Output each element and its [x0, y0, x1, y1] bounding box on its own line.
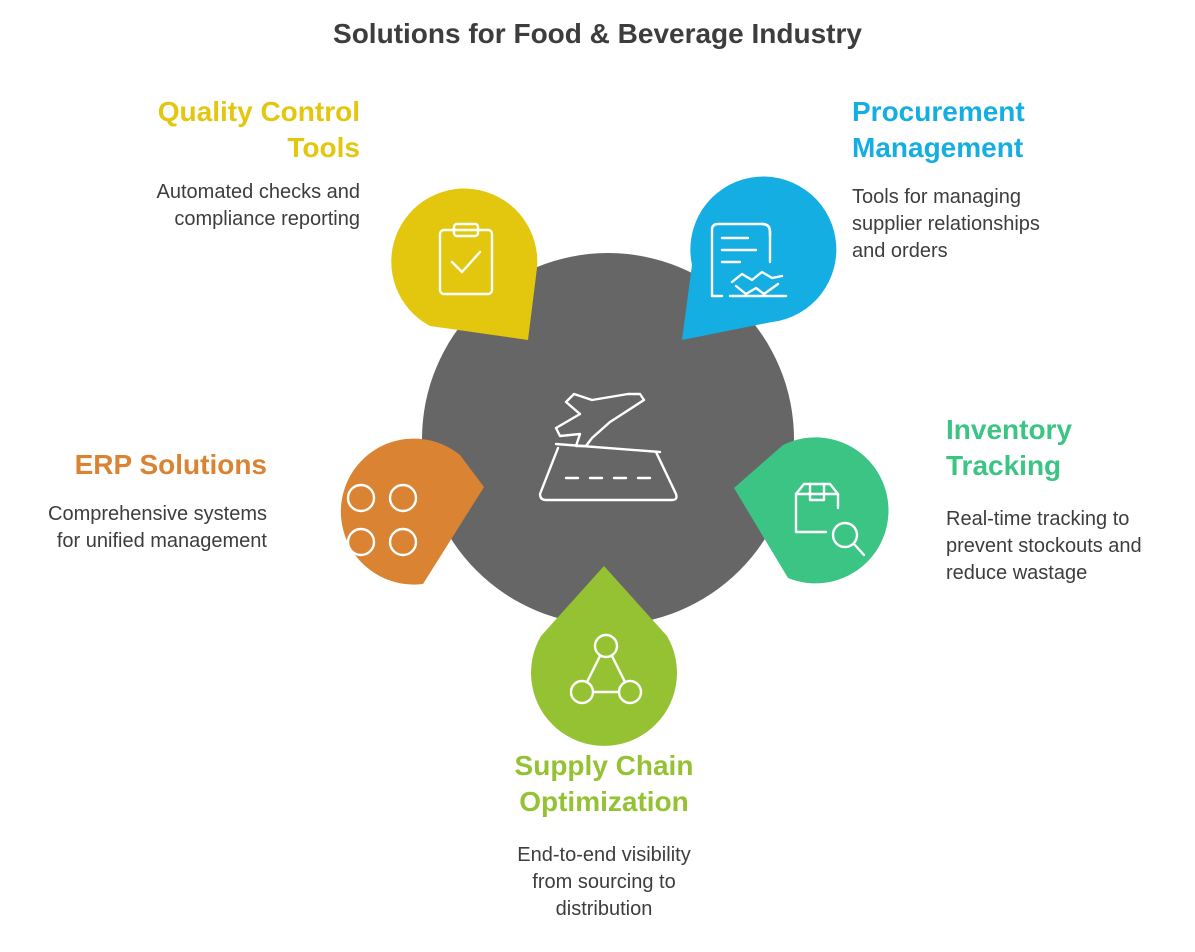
procurement-desc-line1: Tools for managing — [852, 186, 1021, 208]
erp-teardrop — [340, 438, 484, 585]
erp-node — [340, 438, 484, 585]
supply-chain-node — [530, 566, 678, 746]
procurement-title-line2: Management — [852, 132, 1024, 163]
inventory-node — [734, 437, 889, 584]
procurement-teardrop — [682, 176, 837, 340]
procurement-title-line1: Procurement — [852, 96, 1025, 127]
procurement-label: Procurement Management Tools for managin… — [852, 94, 1152, 265]
inventory-label: Inventory Tracking Real-time tracking to… — [946, 412, 1186, 587]
procurement-node — [682, 176, 837, 340]
quality-teardrop — [391, 188, 538, 340]
inventory-desc-line3: reduce wastage — [946, 562, 1088, 584]
procurement-desc-line2: supplier relationships — [852, 213, 1040, 235]
inventory-title-line2: Tracking — [946, 450, 1062, 481]
quality-desc-line1: Automated checks and — [156, 181, 360, 203]
supply-title-line1: Supply Chain — [514, 750, 694, 781]
clipboard-check-icon — [438, 222, 494, 296]
quality-title-line1: Quality Control — [157, 96, 360, 127]
erp-desc-line2: for unified management — [56, 530, 267, 552]
supply-desc-line3: distribution — [555, 898, 653, 920]
erp-desc-line1: Comprehensive systems — [48, 503, 267, 525]
inventory-desc-line2: prevent stockouts and — [946, 535, 1142, 557]
quality-title-line2: Tools — [287, 132, 360, 163]
supply-desc-line1: End-to-end visibility — [517, 844, 691, 866]
quality-desc-line2: compliance reporting — [174, 208, 360, 230]
quality-control-node — [391, 188, 538, 340]
four-circles-icon — [346, 483, 418, 557]
erp-label: ERP Solutions Comprehensive systems for … — [7, 447, 267, 555]
supply-label: Supply Chain Optimization End-to-end vis… — [454, 748, 754, 923]
airplane-takeoff-icon — [538, 392, 678, 502]
network-nodes-icon — [569, 633, 643, 705]
center-hub — [422, 253, 794, 625]
contract-handshake-icon — [710, 222, 788, 298]
box-search-icon — [794, 482, 866, 557]
supply-desc-line2: from sourcing to — [532, 871, 676, 893]
inventory-title-line1: Inventory — [946, 414, 1073, 445]
quality-label: Quality Control Tools Automated checks a… — [60, 94, 360, 233]
supply-title-line2: Optimization — [519, 786, 689, 817]
diagram-title: Solutions for Food & Beverage Industry — [333, 18, 862, 49]
erp-title-line1: ERP Solutions — [74, 449, 267, 480]
inventory-desc-line1: Real-time tracking to — [946, 508, 1130, 530]
procurement-desc-line3: and orders — [852, 240, 948, 262]
